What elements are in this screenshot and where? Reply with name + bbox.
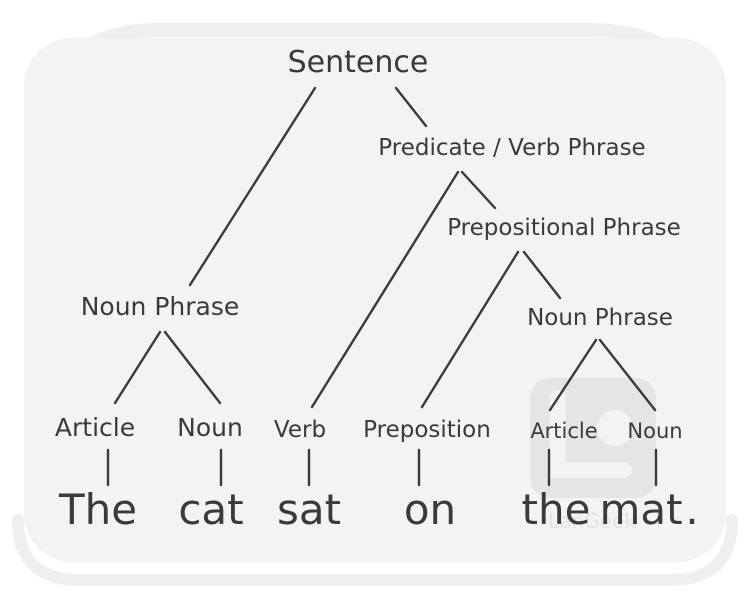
node-preposition: Preposition [363,417,491,443]
node-sentence: Sentence [288,45,429,80]
edge-predicate-verb [310,170,460,409]
edge-prep-phrase-preposition [420,250,520,409]
node-noun-phrase-left: Noun Phrase [81,292,240,321]
edge-sentence-predicate [394,86,428,128]
node-noun-phrase-right: Noun Phrase [527,305,673,331]
watermark-text: LanGeek [548,509,636,533]
word-mat: mat [599,485,682,534]
edge-predicate-prep-phrase [460,170,497,210]
sentence-words: The cat sat on the mat . [58,485,699,534]
word-the-second: the [522,485,591,534]
node-prepositional-phrase: Prepositional Phrase [447,215,681,241]
edge-np-right-article [548,338,598,412]
edge-np-left-article [113,330,162,405]
node-article-right: Article [530,419,597,443]
word-sat: sat [277,485,341,534]
edge-np-right-noun [598,338,657,412]
node-noun-left: Noun [177,413,243,442]
watermark-logo: LanGeek [530,378,656,533]
tree-nodes: Sentence Predicate / Verb Phrase Preposi… [55,45,683,443]
edge-sentence-np [188,86,317,287]
node-predicate-verb-phrase: Predicate / Verb Phrase [378,135,645,161]
word-the: The [58,485,137,534]
node-noun-right: Noun [627,419,682,443]
tree-edges [106,86,658,487]
edge-prep-phrase-np [522,250,562,300]
word-on: on [404,485,456,534]
word-period: . [685,485,698,534]
word-cat: cat [178,485,243,534]
edge-np-left-noun [163,330,222,405]
node-verb: Verb [274,417,326,443]
node-article-left: Article [55,413,135,442]
